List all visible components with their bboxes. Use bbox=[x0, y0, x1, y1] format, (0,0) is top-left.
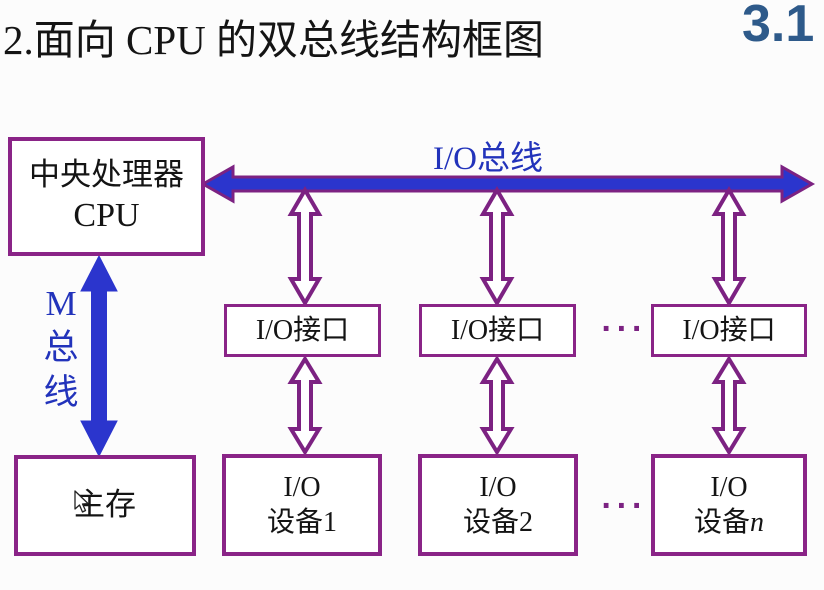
interface-device-arrow-1 bbox=[287, 355, 323, 456]
cpu-box-label-line2: CPU bbox=[73, 196, 140, 234]
m-bus-arrow bbox=[80, 254, 118, 458]
io-interface-box-3: I/O接口 bbox=[651, 304, 807, 357]
io-device-label-line2: 设备 bbox=[693, 507, 750, 538]
io-device-box-n: I/O 设备n bbox=[651, 454, 807, 556]
io-device-label-line2: 设备2 bbox=[462, 507, 533, 538]
io-interface-label: I/O接口 bbox=[682, 315, 776, 346]
bus-interface-arrow-1 bbox=[287, 186, 323, 307]
io-device-label-line2: 设备1 bbox=[266, 507, 337, 538]
io-device-index: n bbox=[750, 507, 764, 538]
io-interface-box-1: I/O接口 bbox=[224, 304, 381, 357]
cpu-box: 中央处理器 CPU bbox=[8, 137, 205, 256]
io-bus-label: I/O总线 bbox=[433, 141, 543, 177]
bus-interface-arrow-3 bbox=[711, 186, 747, 307]
m-bus-label-char: M bbox=[45, 284, 77, 323]
interface-device-arrow-3 bbox=[711, 355, 747, 456]
m-bus-label-char: 线 bbox=[43, 372, 79, 412]
io-device-box-2: I/O 设备2 bbox=[418, 454, 578, 556]
interface-ellipsis: ··· bbox=[601, 314, 647, 345]
io-device-label-line1: I/O bbox=[710, 472, 748, 503]
m-bus-label: M 总 线 bbox=[36, 282, 86, 415]
io-interface-label: I/O接口 bbox=[450, 315, 545, 346]
bus-interface-arrow-2 bbox=[479, 186, 515, 307]
device-ellipsis: ··· bbox=[601, 491, 647, 522]
interface-device-arrow-2 bbox=[479, 355, 515, 456]
main-memory-label: 主存 bbox=[74, 487, 136, 523]
io-interface-box-2: I/O接口 bbox=[419, 304, 576, 357]
section-number-badge: 3.1 bbox=[742, 0, 815, 53]
io-device-label-line1: I/O bbox=[479, 472, 517, 503]
io-device-box-1: I/O 设备1 bbox=[222, 454, 382, 556]
main-memory-box: 主存 bbox=[14, 455, 196, 556]
cpu-box-label-line1: 中央处理器 bbox=[29, 156, 184, 192]
io-interface-label: I/O接口 bbox=[255, 315, 350, 346]
page-title: 2.面向 CPU 的双总线结构框图 bbox=[3, 17, 545, 63]
m-bus-label-char: 总 bbox=[43, 328, 79, 368]
io-device-label-line1: I/O bbox=[283, 472, 321, 503]
